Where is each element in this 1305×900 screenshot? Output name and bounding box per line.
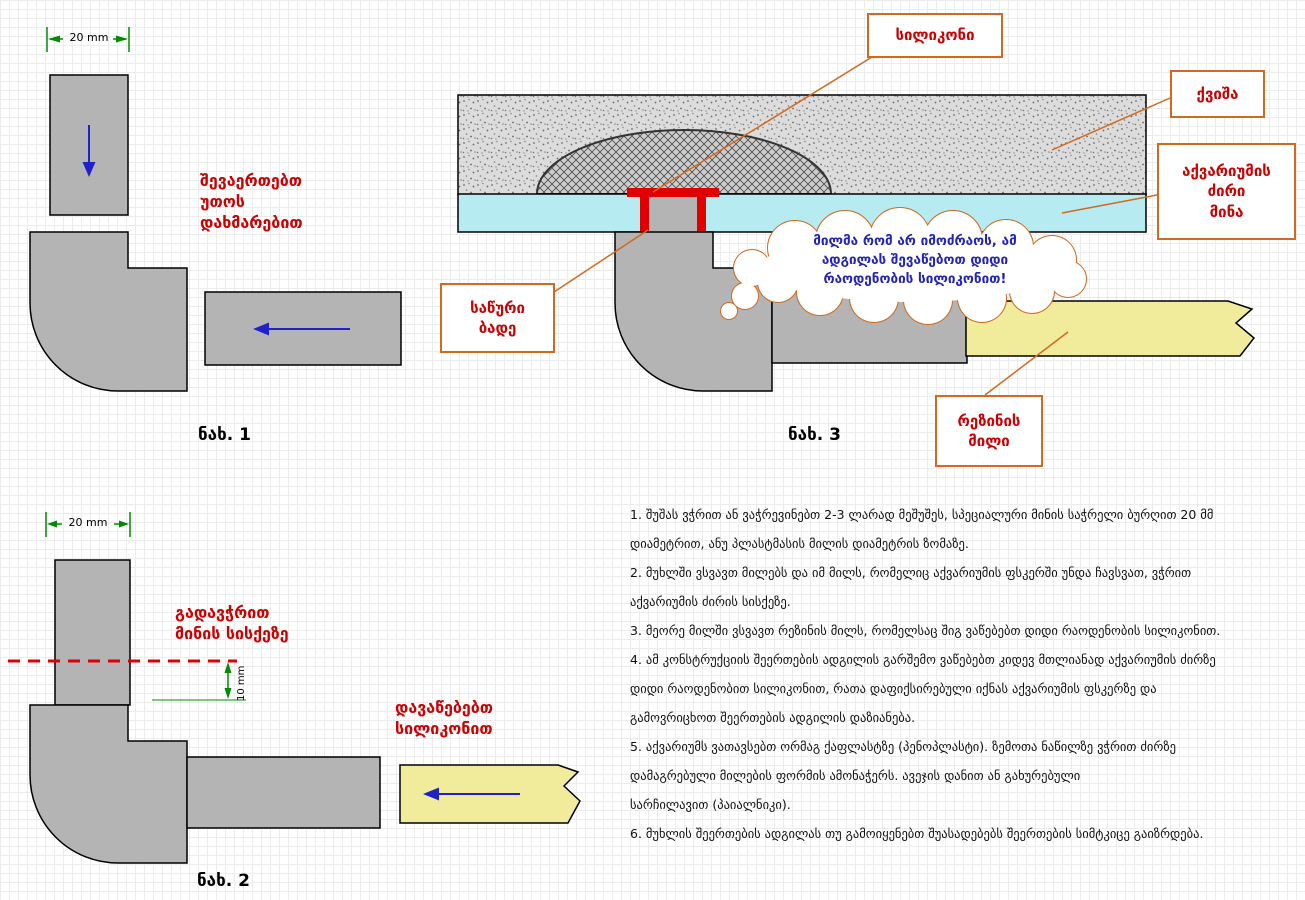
label-silicone: სილიკონი xyxy=(867,13,1003,58)
leader-strainer xyxy=(553,229,649,293)
label-strainer: საწური ბადე xyxy=(440,283,555,353)
instruction-line: 6. მუხლის შეერთების ადგილას თუ გამოიყენე… xyxy=(630,826,1204,841)
fig3-strainer-fitting xyxy=(627,188,719,235)
cloud-note-line: რაოდენობის სილიკონით! xyxy=(823,271,1007,288)
fig1-caption: ნახ. 1 xyxy=(198,425,251,445)
label-strainer-line: საწური xyxy=(470,298,525,317)
fig2-cut-note-line: მინის სისქეზე xyxy=(175,624,289,644)
fig1-dimension-20mm xyxy=(46,27,130,52)
instruction-line: დიამეტრით, ანუ პლასტმასის მილის დიამეტრი… xyxy=(630,536,969,551)
label-aquarium-glass: აქვარიუმის ძირი მინა xyxy=(1157,143,1296,240)
fig1-dim-20mm-label: 20 mm xyxy=(69,31,109,44)
fig2-cut-note: გადავჭრით მინის სისქეზე xyxy=(175,602,289,644)
fig2-left-arrow-icon xyxy=(423,787,520,801)
fig2-glue-note: დავაწებებთ სილიკონით xyxy=(395,697,493,739)
cloud-note-line: ადგილას შევაწებოთ დიდი xyxy=(821,252,1009,269)
cloud-note-line: მილმა რომ არ იმოძრაოს, ამ xyxy=(813,233,1017,249)
cloud-note: მილმა რომ არ იმოძრაოს, ამ ადგილას შევაწე… xyxy=(770,232,1060,289)
fig2-horizontal-pipe xyxy=(186,756,381,829)
fig3-pipe-neck xyxy=(649,196,697,233)
label-rubber-pipe-line: რეზინის xyxy=(957,411,1021,430)
label-aquarium-glass-line: ძირი xyxy=(1207,182,1246,201)
leader-lines xyxy=(553,56,1171,396)
fig2-dimension-20mm xyxy=(45,512,131,537)
instruction-line: 5. აქვარიუმს ვათავსებთ ორმაგ ქაფლასტზე (… xyxy=(630,739,1176,754)
label-strainer-line: ბადე xyxy=(478,319,517,337)
fig1-note: შევაერთებთ უთოს დახმარებით xyxy=(200,170,303,233)
instruction-line: დიდი რაოდენობით სილიკონით, რათა დაფიქსირ… xyxy=(630,681,1157,696)
cloud-callout xyxy=(720,207,1087,325)
fig2-caption: ნახ. 2 xyxy=(197,871,250,891)
fig3-rubber-hose xyxy=(965,300,1256,357)
fig2-glue-note-line: სილიკონით xyxy=(395,719,493,739)
fig1-note-line: დახმარებით xyxy=(200,213,303,233)
instruction-line: გამოვრიცხოთ შეერთების ადგილის დაზიანება. xyxy=(630,710,916,725)
leader-glass xyxy=(1061,194,1158,214)
fig1-note-line: შევაერთებთ xyxy=(200,171,303,190)
fig2-dim-20mm-label: 20 mm xyxy=(68,516,108,529)
fig3-caption: ნახ. 3 xyxy=(788,425,841,445)
instruction-line: 1. შუშას ვჭრით ან ვაჭრევინებთ 2-3 ლარად … xyxy=(630,507,1214,522)
label-rubber-pipe-line: მილი xyxy=(968,432,1010,450)
fig2-dim-10mm-label: 10 mm xyxy=(236,665,247,701)
label-aquarium-glass-line: აქვარიუმის xyxy=(1182,162,1271,181)
leader-rubber xyxy=(984,331,1069,396)
instruction-line: სარჩილავით (პაიალნიკი). xyxy=(630,797,791,812)
fig2-cut-note-line: გადავჭრით xyxy=(175,603,270,622)
label-aquarium-glass-line: მინა xyxy=(1209,202,1244,221)
instruction-line: 4. ამ კონსტრუქციის შეერთების ადგილის გარ… xyxy=(630,652,1216,667)
fig1-note-line: უთოს xyxy=(200,192,245,212)
instructions-block: 1. შუშას ვჭრით ან ვაჭრევინებთ 2-3 ლარად … xyxy=(630,500,1220,848)
label-rubber-pipe: რეზინის მილი xyxy=(935,395,1043,467)
instruction-line: აქვარიუმის ძირის სისქეზე. xyxy=(630,594,791,609)
fig2-elbow-pipe xyxy=(29,704,188,864)
fig2-glue-note-line: დავაწებებთ xyxy=(395,698,493,717)
fig1-down-arrow-icon xyxy=(82,125,96,177)
label-sand: ქვიშა xyxy=(1170,70,1265,118)
leader-sand xyxy=(1051,97,1171,151)
fig3-elbow-pipe xyxy=(614,231,773,392)
instruction-line: 3. მეორე მილში ვსვავთ რეზინის მილს, რომე… xyxy=(630,623,1221,638)
label-sand-text: ქვიშა xyxy=(1196,84,1239,103)
fig3-silicone-dome xyxy=(535,129,833,195)
leader-silicone xyxy=(652,56,873,193)
instruction-line: 2. მუხლში ვსვავთ მილებს და იმ მილს, რომე… xyxy=(630,565,1192,580)
fig1-left-arrow-icon xyxy=(253,322,350,336)
fig2-vertical-pipe xyxy=(54,559,131,706)
label-silicone-text: სილიკონი xyxy=(895,26,975,45)
fig2-dimension-10mm xyxy=(152,662,246,701)
fig1-elbow-pipe xyxy=(29,231,188,392)
instruction-line: დამაგრებული მილების ფორმის ამონაჭერს. ავ… xyxy=(630,768,1081,783)
